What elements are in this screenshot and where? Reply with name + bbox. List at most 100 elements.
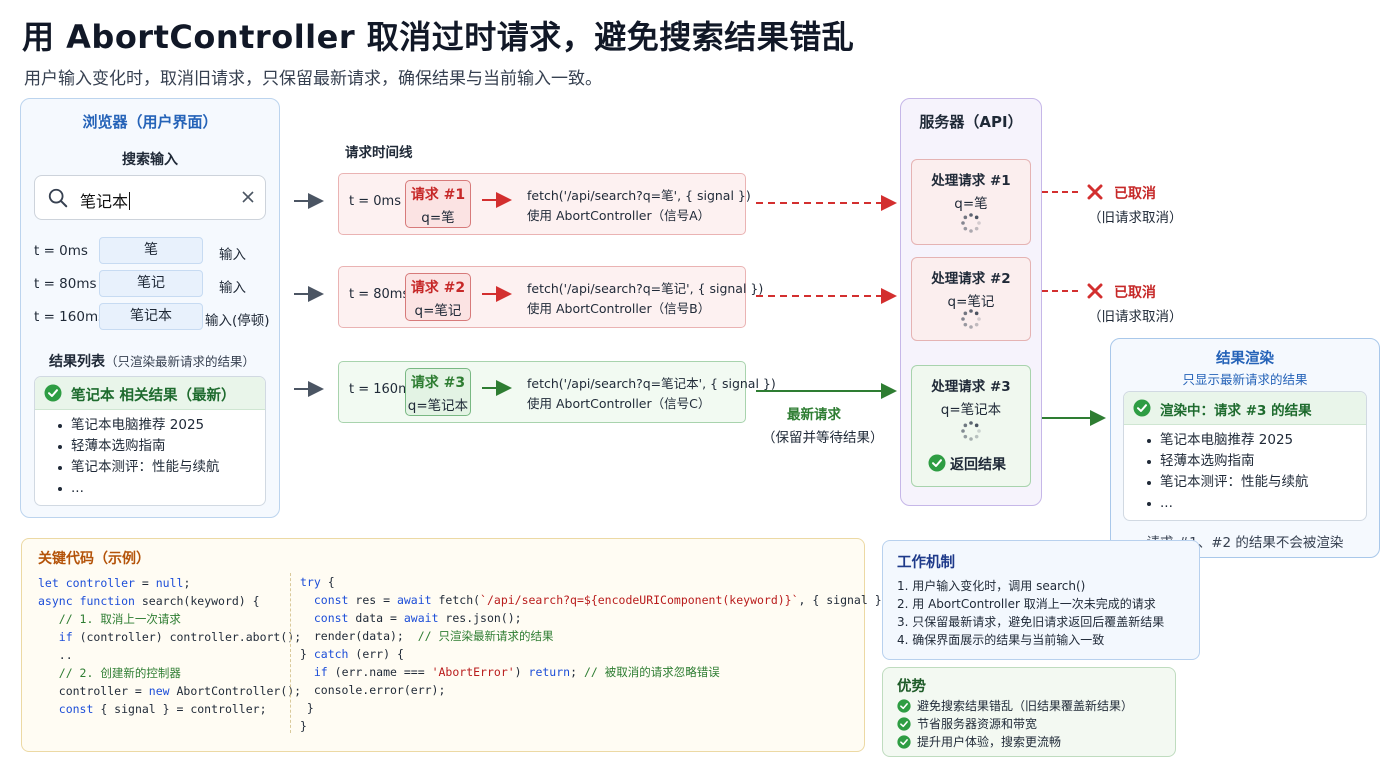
- list-item: ...: [57, 478, 220, 499]
- input-time: t = 80ms: [34, 276, 97, 292]
- cross-icon: [1087, 283, 1103, 299]
- check-circle-icon: [928, 454, 946, 472]
- spinner-dot: [969, 229, 973, 233]
- cross-icon: [1087, 184, 1103, 200]
- list-item: 2. 用 AbortController 取消上一次未完成的请求: [897, 597, 1156, 611]
- server-request-card-2: 处理请求 #2 q=笔记: [911, 257, 1031, 341]
- request-id: 请求 #1: [410, 187, 466, 203]
- loading-spinner-icon: [961, 213, 981, 233]
- latest-request-note: 最新请求 （保留并等待结果）: [762, 404, 884, 450]
- page-title: 用 AbortController 取消过时请求，避免搜索结果错乱: [22, 18, 855, 56]
- check-circle-icon: [897, 717, 911, 731]
- results-header: 笔记本 相关结果（最新）: [35, 377, 265, 410]
- list-item: 笔记本电脑推荐 2025: [1146, 430, 1309, 451]
- list-item: 轻薄本选购指南: [1146, 451, 1309, 472]
- timeline-label: 请求时间线: [345, 145, 413, 161]
- input-action: 输入: [219, 280, 246, 296]
- request-time: t = 0ms: [349, 194, 401, 209]
- server-card-query: q=笔记: [947, 294, 995, 310]
- spinner-dot: [963, 226, 968, 231]
- spinner-dot: [977, 429, 981, 433]
- spinner-dot: [963, 322, 968, 327]
- list-item: 提升用户体验，搜索更流畅: [897, 733, 1061, 750]
- request-code: fetch('/api/search?q=笔', { signal }) 使用 …: [527, 186, 751, 226]
- results-list: 笔记本 相关结果（最新） 笔记本电脑推荐 2025 轻薄本选购指南 笔记本测评：…: [34, 376, 266, 506]
- server-return-result: 返回结果: [928, 454, 1006, 474]
- rendered-results-header-text: 渲染中：请求 #3 的结果: [1160, 403, 1312, 419]
- request-query: q=笔: [421, 210, 455, 226]
- spinner-dot: [963, 434, 968, 439]
- spinner-dot: [977, 221, 981, 225]
- spinner-dot: [974, 226, 979, 231]
- input-action: 输入: [219, 247, 246, 263]
- input-time: t = 160ms: [34, 309, 106, 325]
- code-panel: 关键代码（示例） let controller = null; async fu…: [21, 538, 895, 752]
- input-time: t = 0ms: [34, 243, 88, 259]
- spinner-dot: [963, 423, 968, 428]
- server-card-title: 处理请求 #2: [931, 271, 1011, 287]
- list-item: 笔记本测评：性能与续航: [1146, 472, 1309, 493]
- spinner-dot: [969, 437, 973, 441]
- spinner-dot: [963, 215, 968, 220]
- code-divider: [290, 573, 291, 733]
- spinner-dot: [961, 221, 965, 225]
- spinner-dot: [969, 421, 973, 425]
- request-controller: 使用 AbortController（信号A）: [527, 208, 711, 223]
- request-query: q=笔记: [414, 303, 462, 319]
- cancelled-label: 已取消: [1114, 186, 1156, 202]
- results-label-note: （只渲染最新请求的结果）: [105, 354, 256, 369]
- spinner-dot: [974, 311, 979, 316]
- browser-panel-title: 浏览器（用户界面）: [82, 113, 218, 131]
- spinner-dot: [974, 423, 979, 428]
- page-subtitle: 用户输入变化时，取消旧请求，只保留最新请求，确保结果与当前输入一致。: [24, 69, 602, 89]
- server-return-text: 返回结果: [950, 457, 1006, 473]
- request-badge: 请求 #2 q=笔记: [405, 273, 471, 321]
- request-badge: 请求 #3 q=笔记本: [405, 368, 471, 416]
- spinner-dot: [963, 311, 968, 316]
- mechanism-list: 1. 用户输入变化时，调用 search() 2. 用 AbortControl…: [897, 577, 1164, 649]
- latest-request-label: 最新请求: [787, 407, 841, 423]
- cancelled-label: 已取消: [1114, 285, 1156, 301]
- advantages-title: 优势: [897, 679, 926, 695]
- request-row-1: t = 0ms 请求 #1 q=笔 fetch('/api/search?q=笔…: [338, 173, 751, 235]
- mechanism-panel: 工作机制 1. 用户输入变化时，调用 search() 2. 用 AbortCo…: [882, 540, 1200, 660]
- request-controller: 使用 AbortController（信号C）: [527, 396, 711, 411]
- request-time: t = 80ms: [349, 287, 410, 302]
- mechanism-title: 工作机制: [897, 555, 955, 571]
- loading-spinner-icon: [961, 421, 981, 441]
- request-controller: 使用 AbortController（信号B）: [527, 301, 711, 316]
- list-item: 轻薄本选购指南: [57, 436, 220, 457]
- search-input[interactable]: 笔记本: [34, 175, 266, 220]
- search-input-value: 笔记本: [80, 192, 129, 211]
- code-panel-title: 关键代码（示例）: [38, 551, 150, 567]
- spinner-dot: [974, 215, 979, 220]
- check-circle-icon: [897, 699, 911, 713]
- spinner-dot: [961, 429, 965, 433]
- request-code: fetch('/api/search?q=笔记', { signal }) 使用…: [527, 279, 763, 319]
- search-input-label: 搜索输入: [122, 152, 178, 168]
- list-item: 避免搜索结果错乱（旧结果覆盖新结果）: [897, 697, 1133, 714]
- render-panel-subtitle: 只显示最新请求的结果: [1182, 372, 1308, 387]
- results-header-text: 笔记本 相关结果（最新）: [71, 388, 236, 404]
- request-row-3: t = 160ms 请求 #3 q=笔记本 fetch('/api/search…: [338, 361, 776, 423]
- search-icon: [48, 188, 68, 208]
- advantages-panel: 优势 避免搜索结果错乱（旧结果覆盖新结果） 节省服务器资源和带宽 提升用户体验，…: [882, 667, 1176, 757]
- spinner-dot: [969, 309, 973, 313]
- list-item: 1. 用户输入变化时，调用 search(): [897, 579, 1086, 593]
- list-item: 3. 只保留最新请求，避免旧请求返回后覆盖新结果: [897, 615, 1165, 629]
- advantage-text: 提升用户体验，搜索更流畅: [917, 735, 1062, 749]
- request-code: fetch('/api/search?q=笔记本', { signal }) 使…: [527, 374, 776, 414]
- spinner-dot: [974, 434, 979, 439]
- results-items: 笔记本电脑推荐 2025 轻薄本选购指南 笔记本测评：性能与续航 ...: [57, 415, 220, 499]
- results-label-text: 结果列表: [49, 354, 105, 370]
- request-fetch: fetch('/api/search?q=笔记本', { signal }): [527, 376, 776, 391]
- request-fetch: fetch('/api/search?q=笔', { signal }): [527, 188, 751, 203]
- render-panel-title: 结果渲染: [1216, 351, 1274, 367]
- close-icon[interactable]: [239, 188, 257, 206]
- list-item: ...: [1146, 493, 1309, 514]
- input-value-chip: 笔记: [99, 270, 203, 297]
- server-panel: 服务器（API） 处理请求 #1 q=笔 处理请求 #2 q=笔记 处理请求 #…: [900, 98, 1042, 506]
- rendered-results-header: 渲染中：请求 #3 的结果: [1124, 392, 1366, 425]
- browser-panel: 浏览器（用户界面） 搜索输入 笔记本 t = 0ms 笔 输入 t = 80ms…: [20, 98, 280, 518]
- request-time: t = 160ms: [349, 382, 418, 397]
